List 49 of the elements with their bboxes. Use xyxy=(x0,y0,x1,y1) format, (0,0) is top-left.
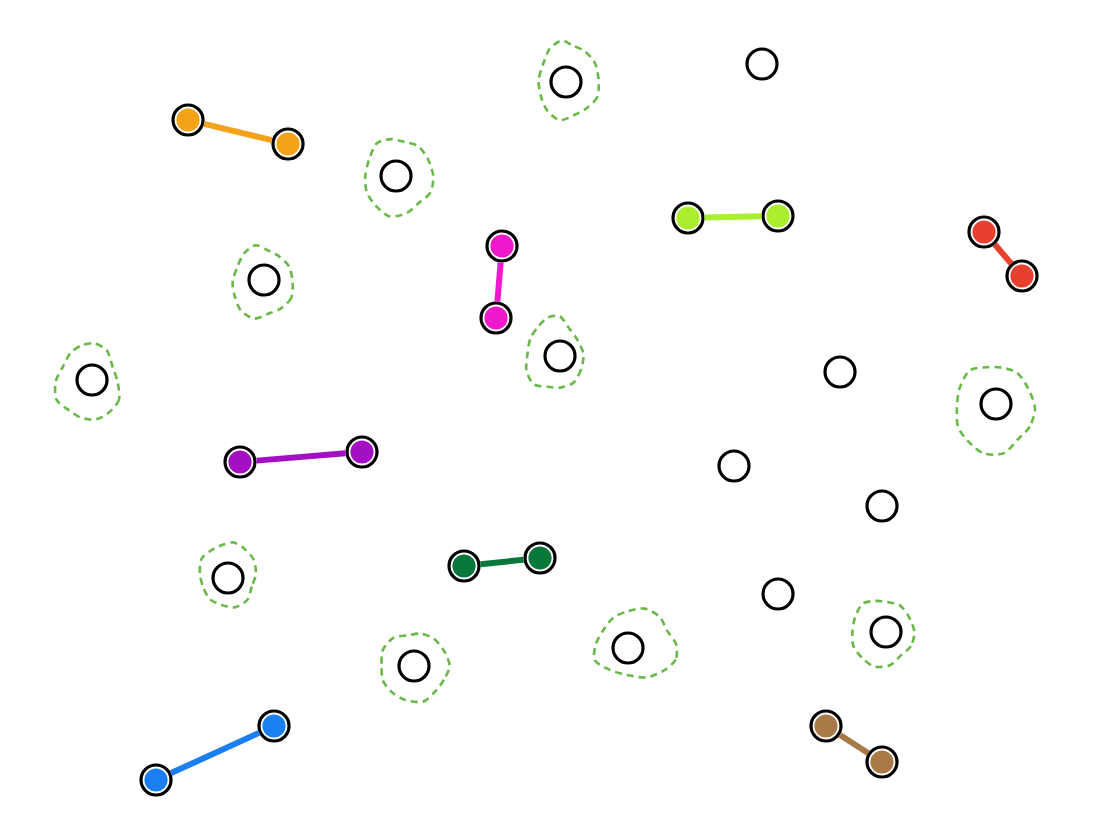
filled-circle xyxy=(257,709,291,743)
connector-line xyxy=(169,730,261,776)
filled-circle xyxy=(171,103,205,137)
dashed-blob xyxy=(363,137,435,218)
dashed-blob xyxy=(198,541,258,609)
circle xyxy=(75,363,109,397)
connector-line xyxy=(203,120,273,144)
filled-circle xyxy=(865,745,899,779)
connector-line xyxy=(992,242,1014,266)
dashed-blob xyxy=(851,599,916,669)
circle xyxy=(869,615,903,649)
circle xyxy=(543,339,577,373)
circle xyxy=(979,387,1013,421)
circle xyxy=(717,449,751,483)
filled-circle xyxy=(761,199,795,233)
dashed-blob xyxy=(524,314,585,390)
filled-circle xyxy=(809,709,843,743)
circle xyxy=(211,561,245,595)
circle xyxy=(745,47,779,81)
circle xyxy=(379,159,413,193)
filled-circle xyxy=(1005,259,1039,293)
connector-line xyxy=(494,262,504,302)
filled-circle xyxy=(523,541,557,575)
dashed-blob xyxy=(231,244,295,320)
dashed-blob xyxy=(380,632,451,704)
dashed-blob xyxy=(537,39,601,122)
circle xyxy=(549,65,583,99)
filled-circle xyxy=(967,215,1001,249)
dashed-blob xyxy=(955,365,1037,456)
connector-line xyxy=(256,450,346,464)
circle xyxy=(611,631,645,665)
filled-circle xyxy=(223,445,257,479)
filled-circle xyxy=(671,201,705,235)
circle xyxy=(247,263,281,297)
circle xyxy=(761,577,795,611)
filled-circle xyxy=(345,435,379,469)
circle xyxy=(865,489,899,523)
connector-line xyxy=(838,732,870,756)
filled-circle xyxy=(139,763,173,797)
circle xyxy=(823,355,857,389)
dashed-blob xyxy=(592,607,679,679)
dashed-blob xyxy=(53,341,121,421)
connector-line xyxy=(704,213,762,221)
filled-circle xyxy=(271,127,305,161)
connector-line xyxy=(480,556,524,568)
circle xyxy=(397,649,431,683)
filled-circle xyxy=(479,301,513,335)
filled-circle xyxy=(447,549,481,583)
filled-circle xyxy=(485,229,519,263)
